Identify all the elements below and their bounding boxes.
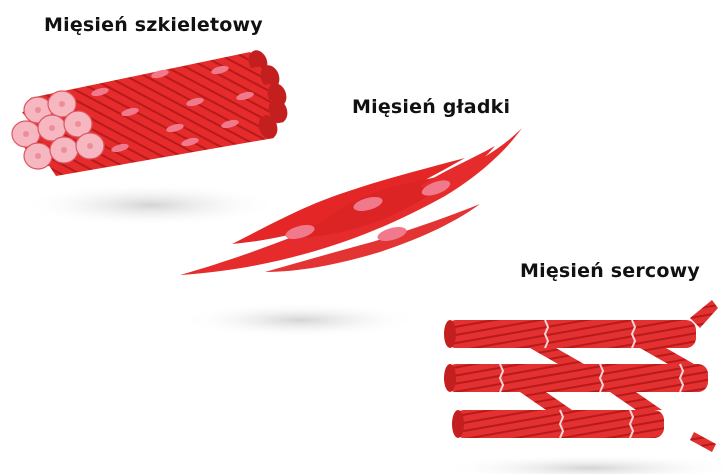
cardiac-shadow xyxy=(440,454,723,474)
cardiac-fiber xyxy=(444,364,708,392)
cardiac-muscle-fibers xyxy=(444,300,718,452)
skeletal-muscle-bundle xyxy=(12,48,291,176)
cardiac-fiber xyxy=(444,320,696,348)
smooth-shadow xyxy=(180,302,420,338)
skeletal-shadow xyxy=(20,183,280,227)
